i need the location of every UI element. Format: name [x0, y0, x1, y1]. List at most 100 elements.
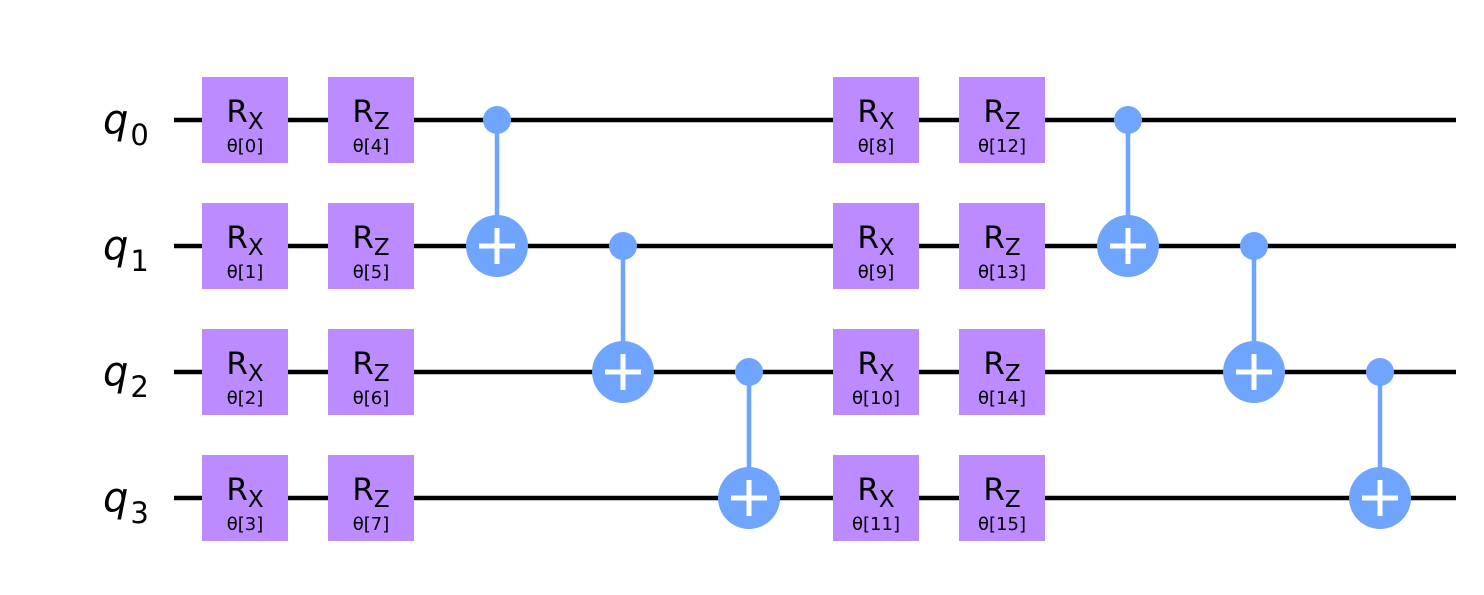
rotation-gate-box: [959, 455, 1045, 541]
cnot-control-dot: [735, 358, 763, 386]
rotation-gate: RXθ[9]: [833, 203, 919, 289]
rotation-gate-base: R: [983, 346, 1005, 382]
rotation-gate-base: R: [352, 220, 374, 256]
rotation-gate-axis: X: [879, 235, 895, 261]
rotation-gate-param: θ[10]: [852, 388, 900, 409]
rotation-gate-label: RZ: [983, 346, 1020, 387]
rotation-gate-label: RZ: [352, 346, 389, 387]
qubit-label-name: q: [103, 349, 128, 395]
rotation-gate: RXθ[3]: [202, 455, 288, 541]
cnot-control-dot: [609, 232, 637, 260]
rotation-gate-base: R: [857, 220, 879, 256]
rotation-gate-box: [833, 77, 919, 163]
rotation-gate-param: θ[2]: [227, 388, 264, 409]
rotation-gate-axis: X: [248, 235, 264, 261]
rotation-gate-axis: X: [879, 361, 895, 387]
rotation-gate: RXθ[0]: [202, 77, 288, 163]
rotation-gate-box: [959, 203, 1045, 289]
rotation-gate-box: [202, 455, 288, 541]
rotation-gate: RXθ[10]: [833, 329, 919, 415]
cnot-gate: [1349, 358, 1411, 529]
cnot-control-dot: [483, 106, 511, 134]
rotation-gate-axis: Z: [374, 109, 390, 135]
rotation-gate: RXθ[1]: [202, 203, 288, 289]
rotation-gate-param: θ[6]: [353, 388, 390, 409]
cnot-gate: [1097, 106, 1159, 277]
rotation-gate-label: RX: [857, 346, 895, 387]
cnot-gate: [718, 358, 780, 529]
rotation-gate-base: R: [857, 94, 879, 130]
qubit-label-name: q: [103, 475, 128, 521]
qubit-label-name: q: [103, 223, 128, 269]
rotation-gate-param: θ[12]: [978, 136, 1026, 157]
rotation-gate-base: R: [983, 220, 1005, 256]
rotation-gate: RZθ[5]: [328, 203, 414, 289]
rotation-gate-axis: X: [879, 109, 895, 135]
rotation-gate: RZθ[14]: [959, 329, 1045, 415]
rotation-gate: RXθ[8]: [833, 77, 919, 163]
rotation-gate-param: θ[3]: [227, 514, 264, 535]
cnot-control-dot: [1240, 232, 1268, 260]
rotation-gate-box: [328, 455, 414, 541]
rotation-gate: RZθ[4]: [328, 77, 414, 163]
rotation-gate-label: RX: [857, 472, 895, 513]
rotation-gate-base: R: [857, 472, 879, 508]
rotation-gate: RZθ[12]: [959, 77, 1045, 163]
rotation-gate-axis: Z: [1005, 109, 1021, 135]
rotation-gate-box: [833, 455, 919, 541]
qubit-label-1: q1: [103, 223, 149, 278]
qubit-label-0: q0: [103, 97, 149, 152]
rotation-gate-param: θ[11]: [852, 514, 900, 535]
rotation-gate-axis: X: [248, 109, 264, 135]
rotation-gate-param: θ[15]: [978, 514, 1026, 535]
rotation-gate-label: RZ: [352, 220, 389, 261]
qubit-label-index: 2: [130, 370, 148, 404]
rotation-gate-label: RZ: [983, 220, 1020, 261]
rotation-gate-axis: X: [879, 487, 895, 513]
rotation-gate: RZθ[13]: [959, 203, 1045, 289]
rotation-gate-axis: Z: [1005, 235, 1021, 261]
rotation-gate-base: R: [226, 472, 248, 508]
qubit-wires: [174, 117, 1456, 501]
rotation-gate-label: RX: [226, 220, 264, 261]
rotation-gate-base: R: [226, 220, 248, 256]
rotation-gate-label: RX: [226, 346, 264, 387]
rotation-gate-label: RZ: [983, 472, 1020, 513]
cnot-gate: [466, 106, 528, 277]
rotation-gate-box: [959, 77, 1045, 163]
rotation-gate: RZθ[6]: [328, 329, 414, 415]
rotation-gate-param: θ[7]: [353, 514, 390, 535]
rotation-gate-axis: Z: [374, 361, 390, 387]
rotation-gate-label: RX: [226, 94, 264, 135]
rotation-gate-label: RX: [226, 472, 264, 513]
rotation-gate-base: R: [857, 346, 879, 382]
rotation-gate-base: R: [352, 346, 374, 382]
rotation-gate-box: [833, 329, 919, 415]
rotation-gate-box: [833, 203, 919, 289]
rotation-gate-box: [202, 329, 288, 415]
qubit-label-index: 1: [130, 244, 148, 278]
rotation-gate-label: RX: [857, 220, 895, 261]
rotation-gate-box: [202, 203, 288, 289]
rotation-gate-axis: Z: [374, 235, 390, 261]
rotation-gate: RZθ[7]: [328, 455, 414, 541]
rotation-gate-param: θ[8]: [858, 136, 895, 157]
qubit-label-2: q2: [103, 349, 149, 404]
rotation-gate-param: θ[1]: [227, 262, 264, 283]
rotation-gates: RXθ[0]RXθ[1]RXθ[2]RXθ[3]RZθ[4]RZθ[5]RZθ[…: [202, 77, 1045, 541]
rotation-gate-base: R: [352, 472, 374, 508]
rotation-gate-label: RZ: [352, 94, 389, 135]
cnot-gate: [592, 232, 654, 403]
rotation-gate-axis: X: [248, 361, 264, 387]
rotation-gate: RZθ[15]: [959, 455, 1045, 541]
rotation-gate: RXθ[2]: [202, 329, 288, 415]
rotation-gate-label: RZ: [352, 472, 389, 513]
cnot-gates: [466, 106, 1411, 529]
cnot-control-dot: [1114, 106, 1142, 134]
qubit-label-index: 0: [130, 118, 148, 152]
rotation-gate-label: RZ: [983, 94, 1020, 135]
qubit-label-3: q3: [103, 475, 149, 530]
cnot-control-dot: [1366, 358, 1394, 386]
rotation-gate-param: θ[5]: [353, 262, 390, 283]
